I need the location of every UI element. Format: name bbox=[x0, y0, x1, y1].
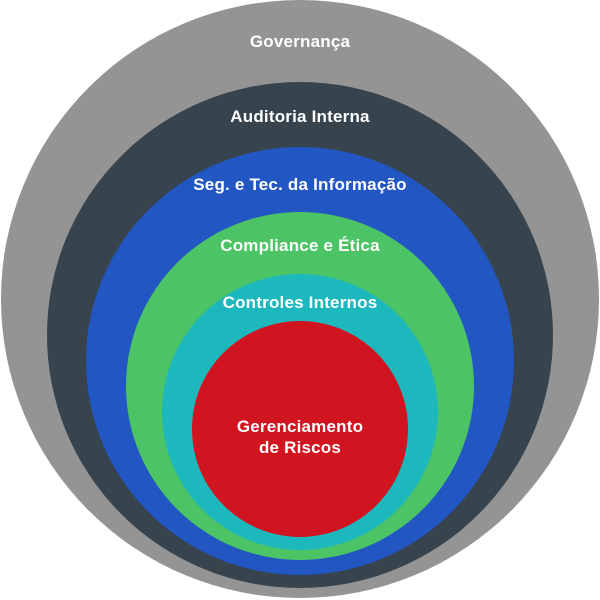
ring-label-seg-tec-informacao: Seg. e Tec. da Informação bbox=[193, 175, 406, 194]
ring-gerenciamento-riscos bbox=[192, 321, 408, 537]
ring-label-compliance-etica: Compliance e Ética bbox=[220, 236, 380, 255]
ring-label-controles-internos: Controles Internos bbox=[223, 293, 378, 312]
ring-label-governanca: Governança bbox=[250, 32, 351, 51]
ring-label-gerenciamento-line1: Gerenciamento bbox=[237, 417, 363, 436]
ring-label-gerenciamento-line2: de Riscos bbox=[259, 438, 341, 457]
ring-label-auditoria-interna: Auditoria Interna bbox=[230, 107, 370, 126]
